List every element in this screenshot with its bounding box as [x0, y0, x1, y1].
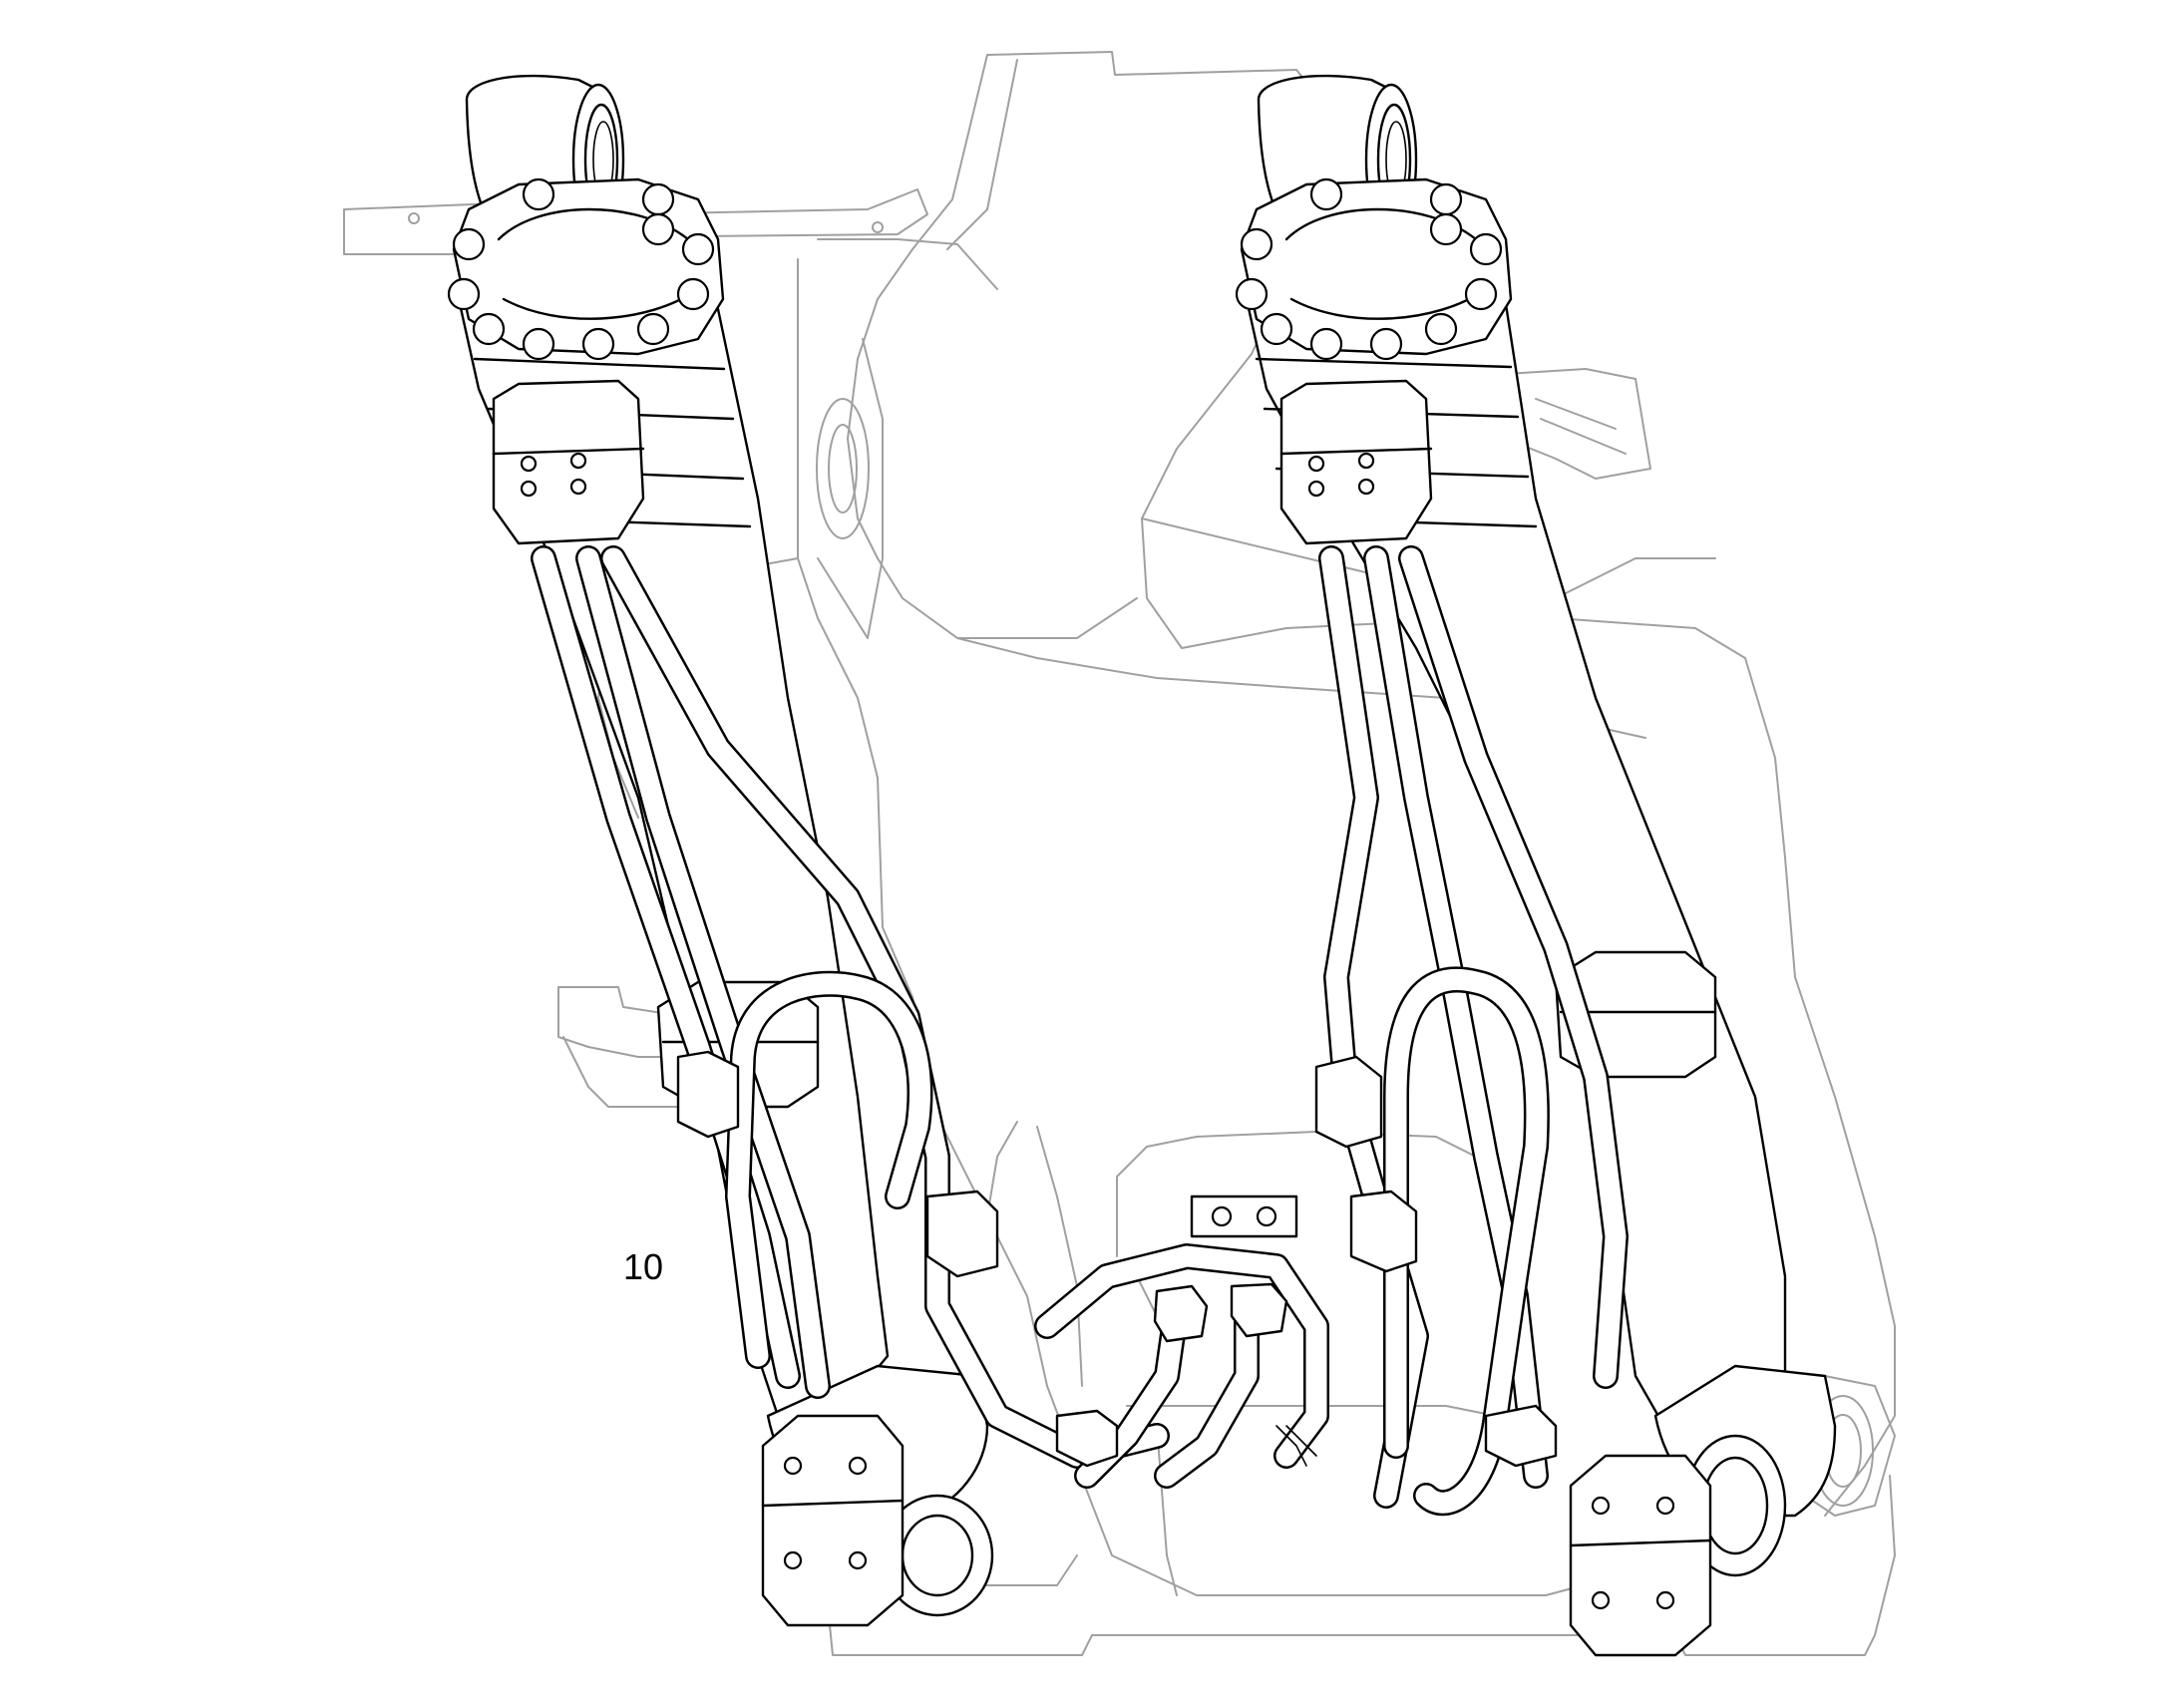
callout-10-label: 10 [623, 1246, 664, 1287]
left-hydraulic-cylinder [447, 74, 994, 1627]
hose-clamps [676, 1050, 1558, 1468]
right-hydraulic-cylinder [1235, 74, 1837, 1657]
hydraulic-hoses [531, 545, 1629, 1517]
